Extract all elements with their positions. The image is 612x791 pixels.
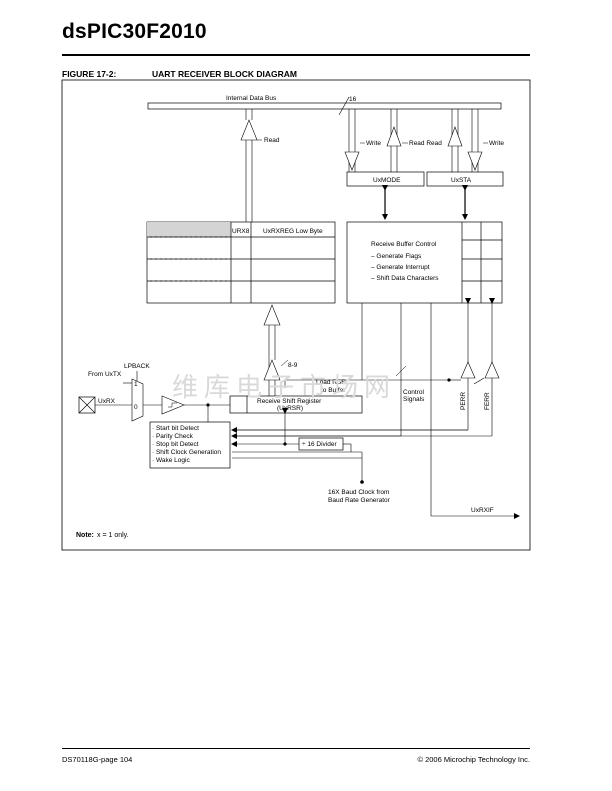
uxrxif-label: UxRXIF (471, 507, 494, 514)
ferr-label: FERR (484, 392, 491, 410)
bits-label: 8-9 (288, 362, 298, 369)
rsr-line1: Receive Shift Register (257, 398, 322, 405)
load-rsr-line2: to Buffer (321, 387, 346, 394)
load-rsr-line1: Load RSR (316, 379, 346, 386)
uxmode-arrows (344, 109, 402, 172)
logic-item-5: · Wake Logic (152, 457, 190, 464)
internal-data-bus (147, 102, 502, 110)
logic-item-3: · Stop bit Detect (152, 441, 199, 448)
rsr-to-fifo-arrow (263, 304, 281, 396)
mux-input-1: 1 (134, 381, 138, 388)
read-read-label: Read Read (409, 140, 442, 147)
note-text: x = 1 only. (97, 532, 129, 539)
rbc-item-1: – Generate Flags (371, 253, 422, 260)
uxmode-label: UxMODE (373, 177, 401, 184)
bus-label: Internal Data Bus (226, 95, 277, 102)
perr-buffer (460, 361, 476, 379)
bus-slash (338, 96, 350, 116)
baud-clock-line2: Baud Rate Generator (328, 497, 391, 504)
write-label-uxsta: Write (489, 140, 504, 147)
read-label: Read (264, 137, 280, 144)
title-rule (62, 54, 530, 56)
baud-clock-line1: 16X Baud Clock from (328, 489, 389, 496)
lpback-label: LPBACK (124, 363, 150, 370)
input-buffer (161, 395, 185, 415)
bus-width: 16 (349, 96, 357, 103)
uxrxreg-fifo (146, 221, 336, 304)
uxsta-arrows (447, 109, 483, 172)
uxrx-label: UxRX (98, 398, 116, 405)
watermark: 维库电子市场网 (172, 373, 397, 403)
uxsta-label: UxSTA (451, 177, 472, 184)
lpback-mux (131, 378, 144, 422)
receive-logic-block (149, 421, 231, 469)
logic-item-2: · Parity Check (152, 433, 194, 440)
figure-title: UART RECEIVER BLOCK DIAGRAM (152, 69, 297, 79)
rbc-item-2: – Generate Interrupt (371, 264, 430, 271)
control-signals-line2: Signals (403, 396, 425, 403)
footer-doc-id: DS70118G-page 104 (62, 755, 133, 764)
read-arrow-rxreg (240, 109, 258, 222)
urx8-label: URX8 (232, 228, 250, 235)
logic-item-4: · Shift Clock Generation (152, 449, 221, 456)
page-title: dsPIC30F2010 (62, 20, 207, 43)
logic-item-1: · Start bit Detect (152, 425, 199, 432)
rsr-line2: (UxRSR) (277, 405, 303, 412)
footer-rule (62, 748, 530, 749)
footer-copyright: © 2006 Microchip Technology Inc. (417, 755, 530, 764)
write-label-uxmode: Write (366, 140, 381, 147)
ferr-buffer (484, 361, 500, 379)
uxrx-pin (78, 396, 96, 414)
divider-label: ÷ 16 Divider (302, 441, 337, 448)
mux-input-0: 0 (134, 404, 138, 411)
perr-label: PERR (460, 392, 467, 410)
rbc-item-3: – Shift Data Characters (371, 275, 439, 282)
control-signals-line1: Control (403, 389, 425, 396)
uxrxreg-label: UxRXREG Low Byte (263, 228, 323, 235)
figure-number: FIGURE 17-2: (62, 69, 117, 79)
figure-frame (61, 79, 531, 551)
receive-shift-register (229, 395, 363, 414)
receive-buffer-control (346, 221, 503, 304)
note-label: Note: (76, 532, 94, 539)
rbc-title: Receive Buffer Control (371, 241, 437, 248)
from-uxtx-label: From UxTX (88, 371, 122, 378)
